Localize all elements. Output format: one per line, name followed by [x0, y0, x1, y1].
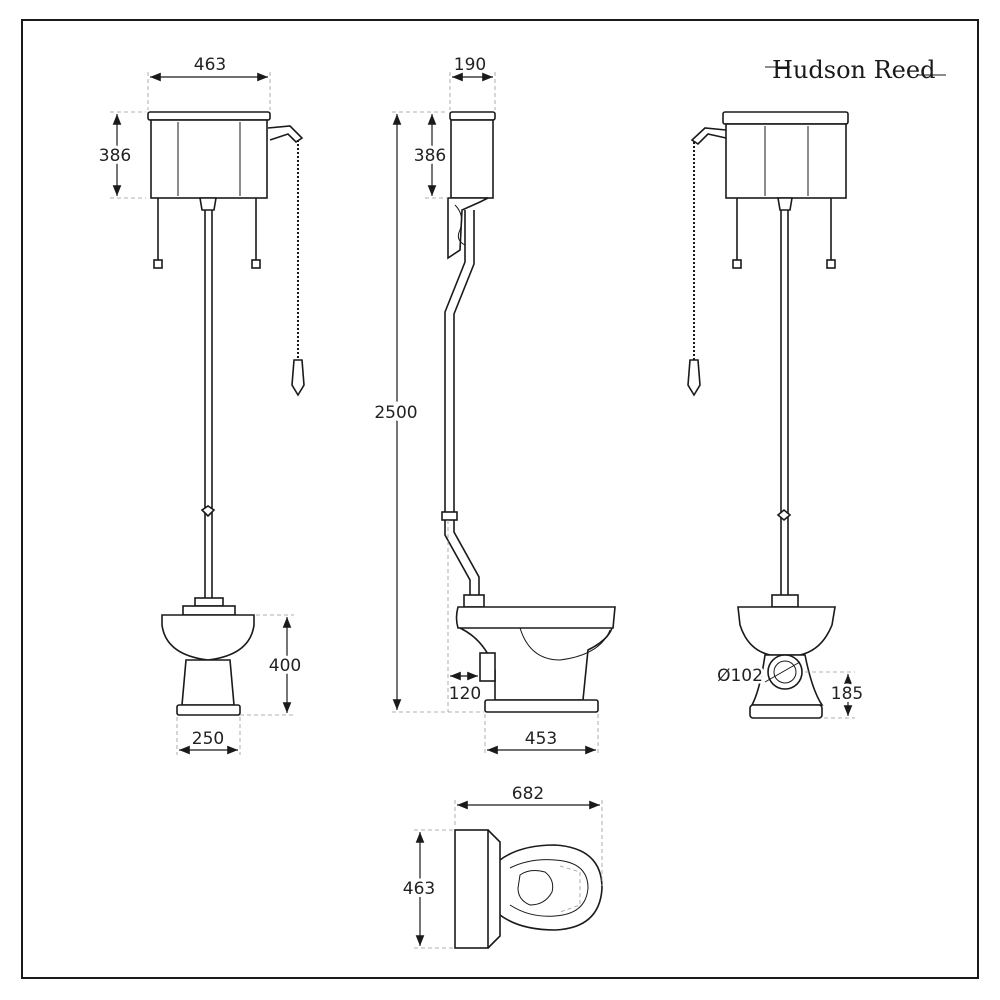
front-dimensions: 463 386 400 250 — [96, 55, 304, 755]
hudson-reed-logo: Hudson Reed — [765, 56, 946, 84]
side-dimensions: 190 386 2500 120 453 — [370, 55, 599, 755]
side-cistern-height-label: 386 — [414, 146, 446, 166]
pan-depth-label: 453 — [525, 729, 557, 749]
side-view — [441, 111, 616, 713]
outlet-diameter-label: Ø102 — [717, 666, 763, 686]
rear-dimensions: Ø102 185 — [715, 661, 866, 719]
plan-view — [454, 829, 603, 949]
front-cistern-height-label: 386 — [99, 146, 131, 166]
pan-width-label: 250 — [192, 729, 224, 749]
front-width-label: 463 — [194, 55, 226, 75]
cistern-depth-label: 190 — [454, 55, 486, 75]
overall-height-label: 2500 — [374, 403, 417, 423]
outlet-height-label: 185 — [831, 684, 863, 704]
rear-view — [687, 111, 849, 719]
waste-offset-label: 120 — [449, 684, 481, 704]
svg-text:Hudson Reed: Hudson Reed — [772, 56, 935, 84]
drawing-border — [21, 19, 979, 979]
plan-width-label: 463 — [403, 879, 435, 899]
front-view — [147, 111, 305, 716]
pan-height-label: 400 — [269, 656, 301, 676]
plan-length-label: 682 — [512, 784, 544, 804]
plan-dimensions: 682 463 — [400, 784, 603, 949]
